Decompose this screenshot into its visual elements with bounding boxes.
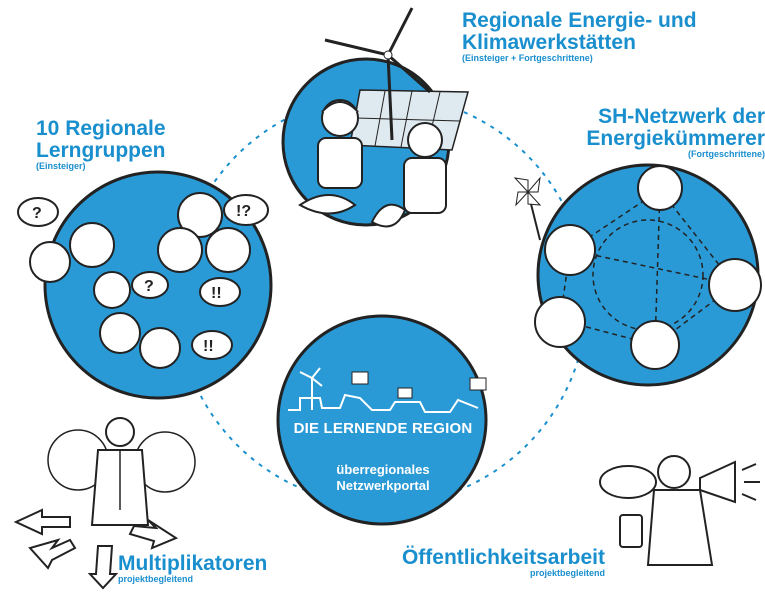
workshops-title: Regionale Energie- und Klimawerkstätten … (462, 9, 697, 64)
central-portal-subtitle-line-1: überregionales (336, 462, 430, 477)
learning-groups-subtitle: (Einsteiger) (36, 161, 86, 172)
multipliers-label: Multiplikatoren projektbegleitend (118, 552, 268, 585)
workshops-title-line-2: Klimawerkstätten (462, 31, 636, 55)
pr-label: Öffentlichkeitsarbeit projektbegleitend (380, 546, 605, 579)
engineer-head (407, 122, 443, 158)
learning-groups-title: 10 Regionale Lerngruppen (Einsteiger) (36, 117, 166, 172)
pr-title: Öffentlichkeitsarbeit (401, 546, 605, 569)
multiplier-illustration (13, 417, 196, 590)
question-bubble-2: ? (144, 278, 154, 295)
workshops-subtitle: (Einsteiger + Fortgeschrittene) (462, 53, 593, 64)
multipliers-subtitle: projektbegleitend (118, 574, 194, 585)
pr-illustration (599, 455, 760, 566)
megaphone-icon (699, 460, 760, 504)
pr-subtitle: projektbegleitend (529, 568, 605, 579)
network-circle (513, 163, 762, 387)
network-subtitle: (Fortgeschrittene) (687, 149, 765, 160)
network-title: SH-Netzwerk der Energiekümmerer (Fortges… (586, 105, 765, 160)
workshops-circle (281, 7, 469, 228)
learning-groups-circle: ? ? !? !! !! (17, 170, 273, 400)
exclaim-bubble-2: !! (203, 338, 214, 355)
central-portal-title: DIE LERNENDE REGION (293, 420, 473, 437)
network-title-line-2: Energiekümmerer (586, 127, 765, 151)
arrow-icon (13, 508, 179, 590)
exclaim-bubble-1: !! (211, 285, 222, 302)
network-title-line-1: SH-Netzwerk der (598, 105, 765, 128)
question-bubble-1: ? (32, 205, 42, 222)
central-portal-circle (276, 314, 488, 526)
exclaim-question-bubble: !? (236, 203, 251, 220)
multipliers-title: Multiplikatoren (118, 552, 268, 575)
learning-groups-title-line-1: 10 Regionale (36, 117, 166, 140)
learning-groups-title-line-2: Lerngruppen (36, 139, 166, 163)
central-portal-subtitle: überregionales Netzwerkportal (283, 462, 483, 493)
central-portal-subtitle-line-2: Netzwerkportal (336, 477, 430, 493)
workshops-title-line-1: Regionale Energie- und (462, 9, 697, 32)
pinwheel-icon (513, 176, 542, 241)
wind-turbine-icon (324, 7, 431, 141)
